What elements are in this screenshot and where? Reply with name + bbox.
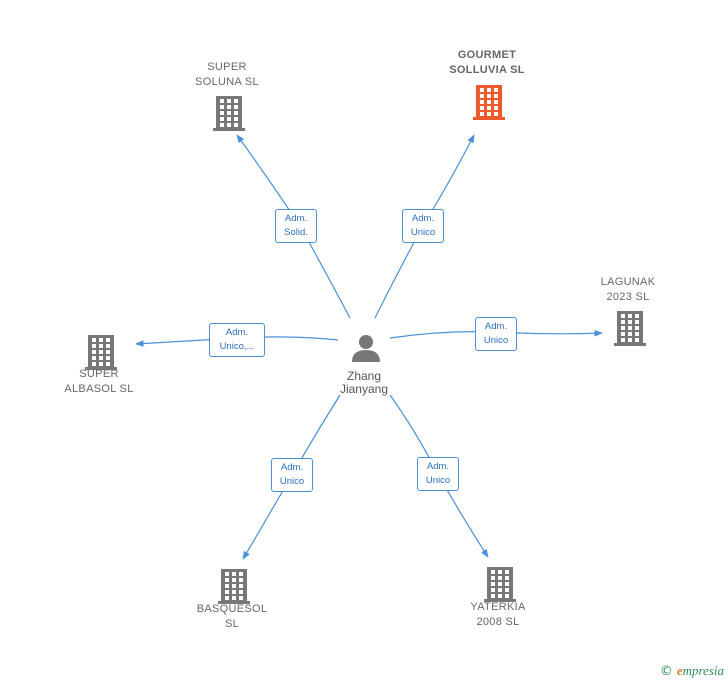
role-text: Unico [279, 476, 305, 487]
person-first-name: Zhang [346, 369, 382, 383]
building-icon-gourmet-solluvia[interactable] [473, 85, 505, 120]
role-text: Adm. [225, 327, 249, 338]
role-text: Adm. [411, 213, 435, 224]
building-icon-lagunak-2023[interactable] [614, 311, 646, 346]
company-label-line: 2023 SL [606, 291, 650, 303]
company-label-line: SOLLUVIA SL [449, 64, 525, 76]
role-text: Unico [410, 227, 436, 238]
role-box-super-albasol[interactable]: Adm. Unico,... [209, 323, 265, 357]
building-icon-super-soluna[interactable] [213, 96, 245, 131]
role-text: Adm. [484, 321, 508, 332]
role-text: Unico [425, 475, 451, 486]
company-label-lagunak-2023[interactable]: LAGUNAK 2023 SL [558, 275, 698, 305]
building-icon-yaterkia-2008[interactable] [484, 567, 516, 602]
company-label-super-soluna[interactable]: SUPER SOLUNA SL [157, 60, 297, 90]
company-label-super-albasol[interactable]: SUPER ALBASOL SL [29, 367, 169, 397]
company-label-line: BASQUESOL [196, 603, 268, 615]
company-label-gourmet-solluvia[interactable]: GOURMET SOLLUVIA SL [417, 48, 557, 78]
company-label-line: SL [224, 618, 240, 630]
company-label-yaterkia-2008[interactable]: YATERKIA 2008 SL [428, 600, 568, 630]
role-text: Unico,... [219, 341, 255, 352]
building-icon-basquesol[interactable] [218, 569, 250, 604]
company-label-line: SUPER [207, 61, 247, 73]
person-name-label[interactable]: Zhang Jianyang [314, 370, 414, 396]
role-text: Adm. [280, 462, 304, 473]
company-label-line: ALBASOL SL [64, 383, 134, 395]
brand-name: mpresia [682, 663, 724, 678]
copyright-icon: © [659, 664, 673, 679]
role-box-basquesol[interactable]: Adm. Unico [271, 458, 313, 492]
role-box-gourmet-solluvia[interactable]: Adm. Unico [402, 209, 444, 243]
company-label-line: SOLUNA SL [195, 76, 259, 88]
company-label-line: GOURMET [457, 49, 517, 61]
company-label-line: YATERKIA [470, 601, 526, 613]
role-box-yaterkia-2008[interactable]: Adm. Unico [417, 457, 459, 491]
brand-initial: e [676, 663, 683, 678]
person-last-name: Jianyang [339, 382, 389, 396]
role-box-lagunak-2023[interactable]: Adm. Unico [475, 317, 517, 351]
person-icon[interactable] [352, 335, 380, 362]
company-label-line: LAGUNAK [600, 276, 656, 288]
role-text: Solid. [284, 227, 308, 238]
company-label-line: SUPER [79, 368, 119, 380]
empresia-brand[interactable]: ©empresia [660, 663, 724, 679]
building-icon-super-albasol[interactable] [85, 335, 117, 370]
role-text: Adm. [426, 461, 450, 472]
role-text: Unico [483, 335, 509, 346]
role-box-super-soluna[interactable]: Adm. Solid. [275, 209, 317, 243]
role-text: Adm. [284, 213, 308, 224]
company-label-basquesol[interactable]: BASQUESOL SL [162, 602, 302, 632]
company-label-line: 2008 SL [476, 616, 520, 628]
